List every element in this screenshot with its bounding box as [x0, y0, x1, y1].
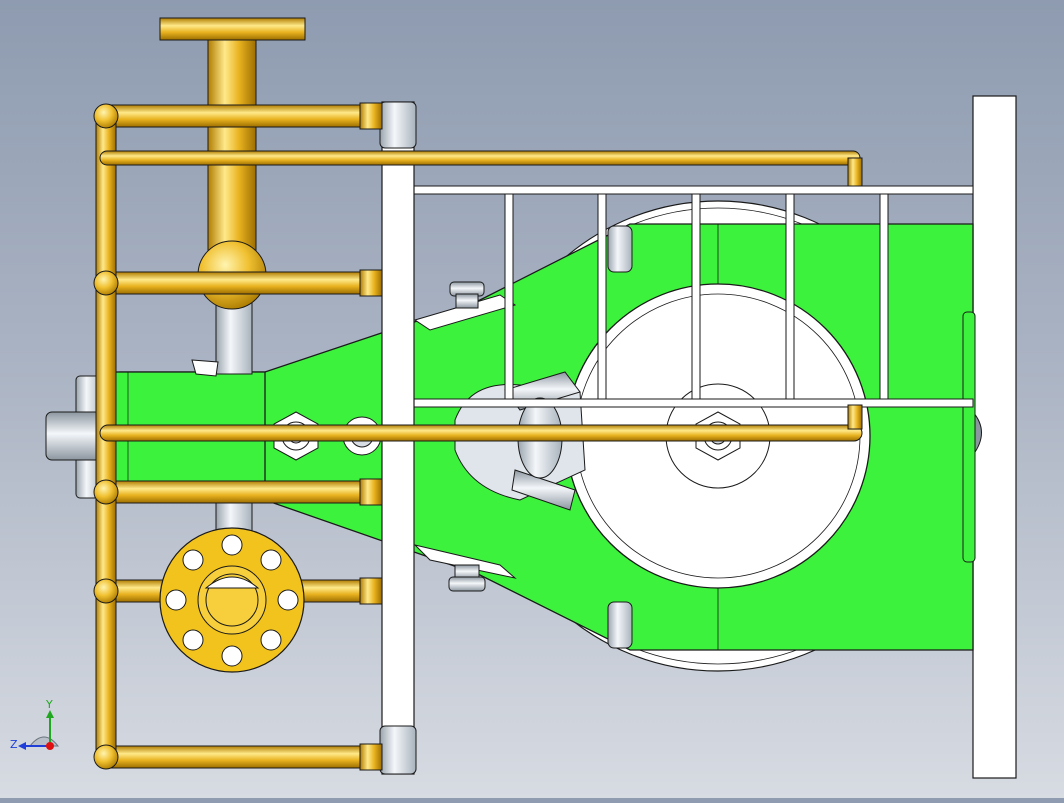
- manifold-elbow-1: [93, 103, 119, 129]
- manifold-elbow-3: [93, 479, 119, 505]
- manifold-elbow-4: [93, 578, 119, 604]
- end-fitting-middle: [45, 411, 103, 461]
- manifold-elbow-5: [93, 744, 119, 770]
- long-brass-rod-middle: [99, 404, 863, 442]
- triad-x-origin: [46, 742, 54, 750]
- pump-head-tab: [191, 359, 219, 377]
- upper-case-stud: [607, 225, 633, 273]
- case-side-slot: [962, 311, 976, 563]
- y-arrow-icon: [46, 710, 54, 718]
- upper-steel-stem: [215, 299, 253, 375]
- brass-pipe-3: [104, 478, 383, 506]
- bracket-bolt-upper: [449, 281, 485, 309]
- triad-y-label: Y: [45, 698, 53, 711]
- z-arrow-icon: [18, 742, 26, 750]
- manifold-elbow-2: [93, 270, 119, 296]
- frame-cap-top: [379, 101, 417, 149]
- bracket-bolt-lower: [448, 564, 486, 592]
- triad-base: [28, 736, 60, 747]
- triad-z-label: Z: [10, 738, 18, 751]
- outlet-flange-top: [159, 17, 306, 41]
- brass-pipe-2: [104, 269, 383, 297]
- brass-pipe-1: [104, 102, 383, 130]
- brass-pipe-5: [104, 743, 383, 771]
- frame-cap-bottom: [379, 725, 417, 775]
- inlet-flange: [159, 527, 305, 673]
- long-brass-rod-top: [99, 150, 863, 187]
- coordinate-triad: Y Z: [10, 698, 60, 751]
- lower-bracket: [413, 544, 517, 579]
- lower-case-stud: [607, 601, 633, 649]
